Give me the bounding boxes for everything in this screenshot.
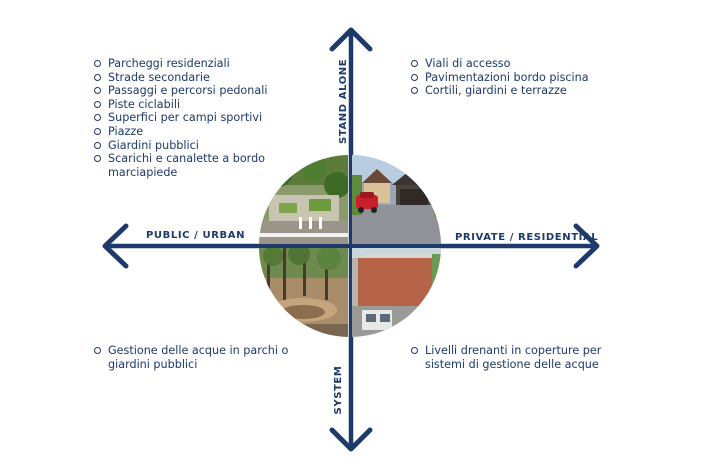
quadrant-top-left-list: Parcheggi residenziali Strade secondarie…	[93, 57, 293, 179]
axis-label-system: SYSTEM	[333, 365, 344, 415]
residential-driveway-photo	[352, 155, 441, 244]
bullet-icon	[94, 347, 101, 354]
bullet-icon	[94, 114, 101, 122]
list-item: Passaggi e percorsi pedonali	[93, 84, 293, 98]
quadrant-top-right-list: Viali di accesso Pavimentazioni bordo pi…	[410, 57, 630, 98]
quadrant-bottom-right-list: Livelli drenanti in coperture per sistem…	[410, 344, 610, 371]
list-item: Pavimentazioni bordo piscina	[410, 71, 630, 85]
bullet-icon	[94, 100, 101, 108]
bullet-icon	[411, 73, 418, 81]
bullet-icon	[94, 155, 101, 163]
bullet-icon	[411, 347, 418, 354]
green-roof-drainage-photo	[352, 248, 441, 337]
list-item: Piste ciclabili	[93, 98, 293, 112]
arrow-right-icon	[573, 223, 600, 269]
list-item: Livelli drenanti in coperture per sistem…	[410, 344, 610, 371]
bullet-icon	[411, 87, 418, 95]
list-item: Giardini pubblici	[93, 139, 293, 153]
list-item: Cortili, giardini e terrazze	[410, 84, 630, 98]
quadrant-bottom-left-list: Gestione delle acque in parchi o giardin…	[93, 344, 293, 371]
axis-label-stand-alone: STAND ALONE	[338, 58, 349, 144]
public-garden-photo	[259, 155, 348, 244]
list-item: Strade secondarie	[93, 71, 293, 85]
arrow-up-icon	[329, 27, 373, 52]
axis-label-public-urban: PUBLIC / URBAN	[146, 230, 246, 241]
axis-label-private-residential: PRIVATE / RESIDENTIAL	[455, 232, 599, 243]
photo-collage	[259, 155, 441, 337]
arrow-down-icon	[329, 427, 373, 452]
park-water-management-photo	[259, 248, 348, 337]
list-item: Scarichi e canalette a bordo marciapiede	[93, 152, 278, 179]
list-item: Superfici per campi sportivi	[93, 111, 293, 125]
list-item: Piazze	[93, 125, 293, 139]
bullet-icon	[94, 127, 101, 135]
bullet-icon	[411, 60, 418, 67]
bullet-icon	[94, 87, 101, 95]
list-item: Gestione delle acque in parchi o giardin…	[93, 344, 293, 371]
list-item: Viali di accesso	[410, 57, 630, 71]
bullet-icon	[94, 73, 101, 81]
list-item: Parcheggi residenziali	[93, 57, 293, 71]
bullet-icon	[94, 141, 101, 149]
arrow-left-icon	[102, 223, 129, 269]
bullet-icon	[94, 60, 101, 67]
